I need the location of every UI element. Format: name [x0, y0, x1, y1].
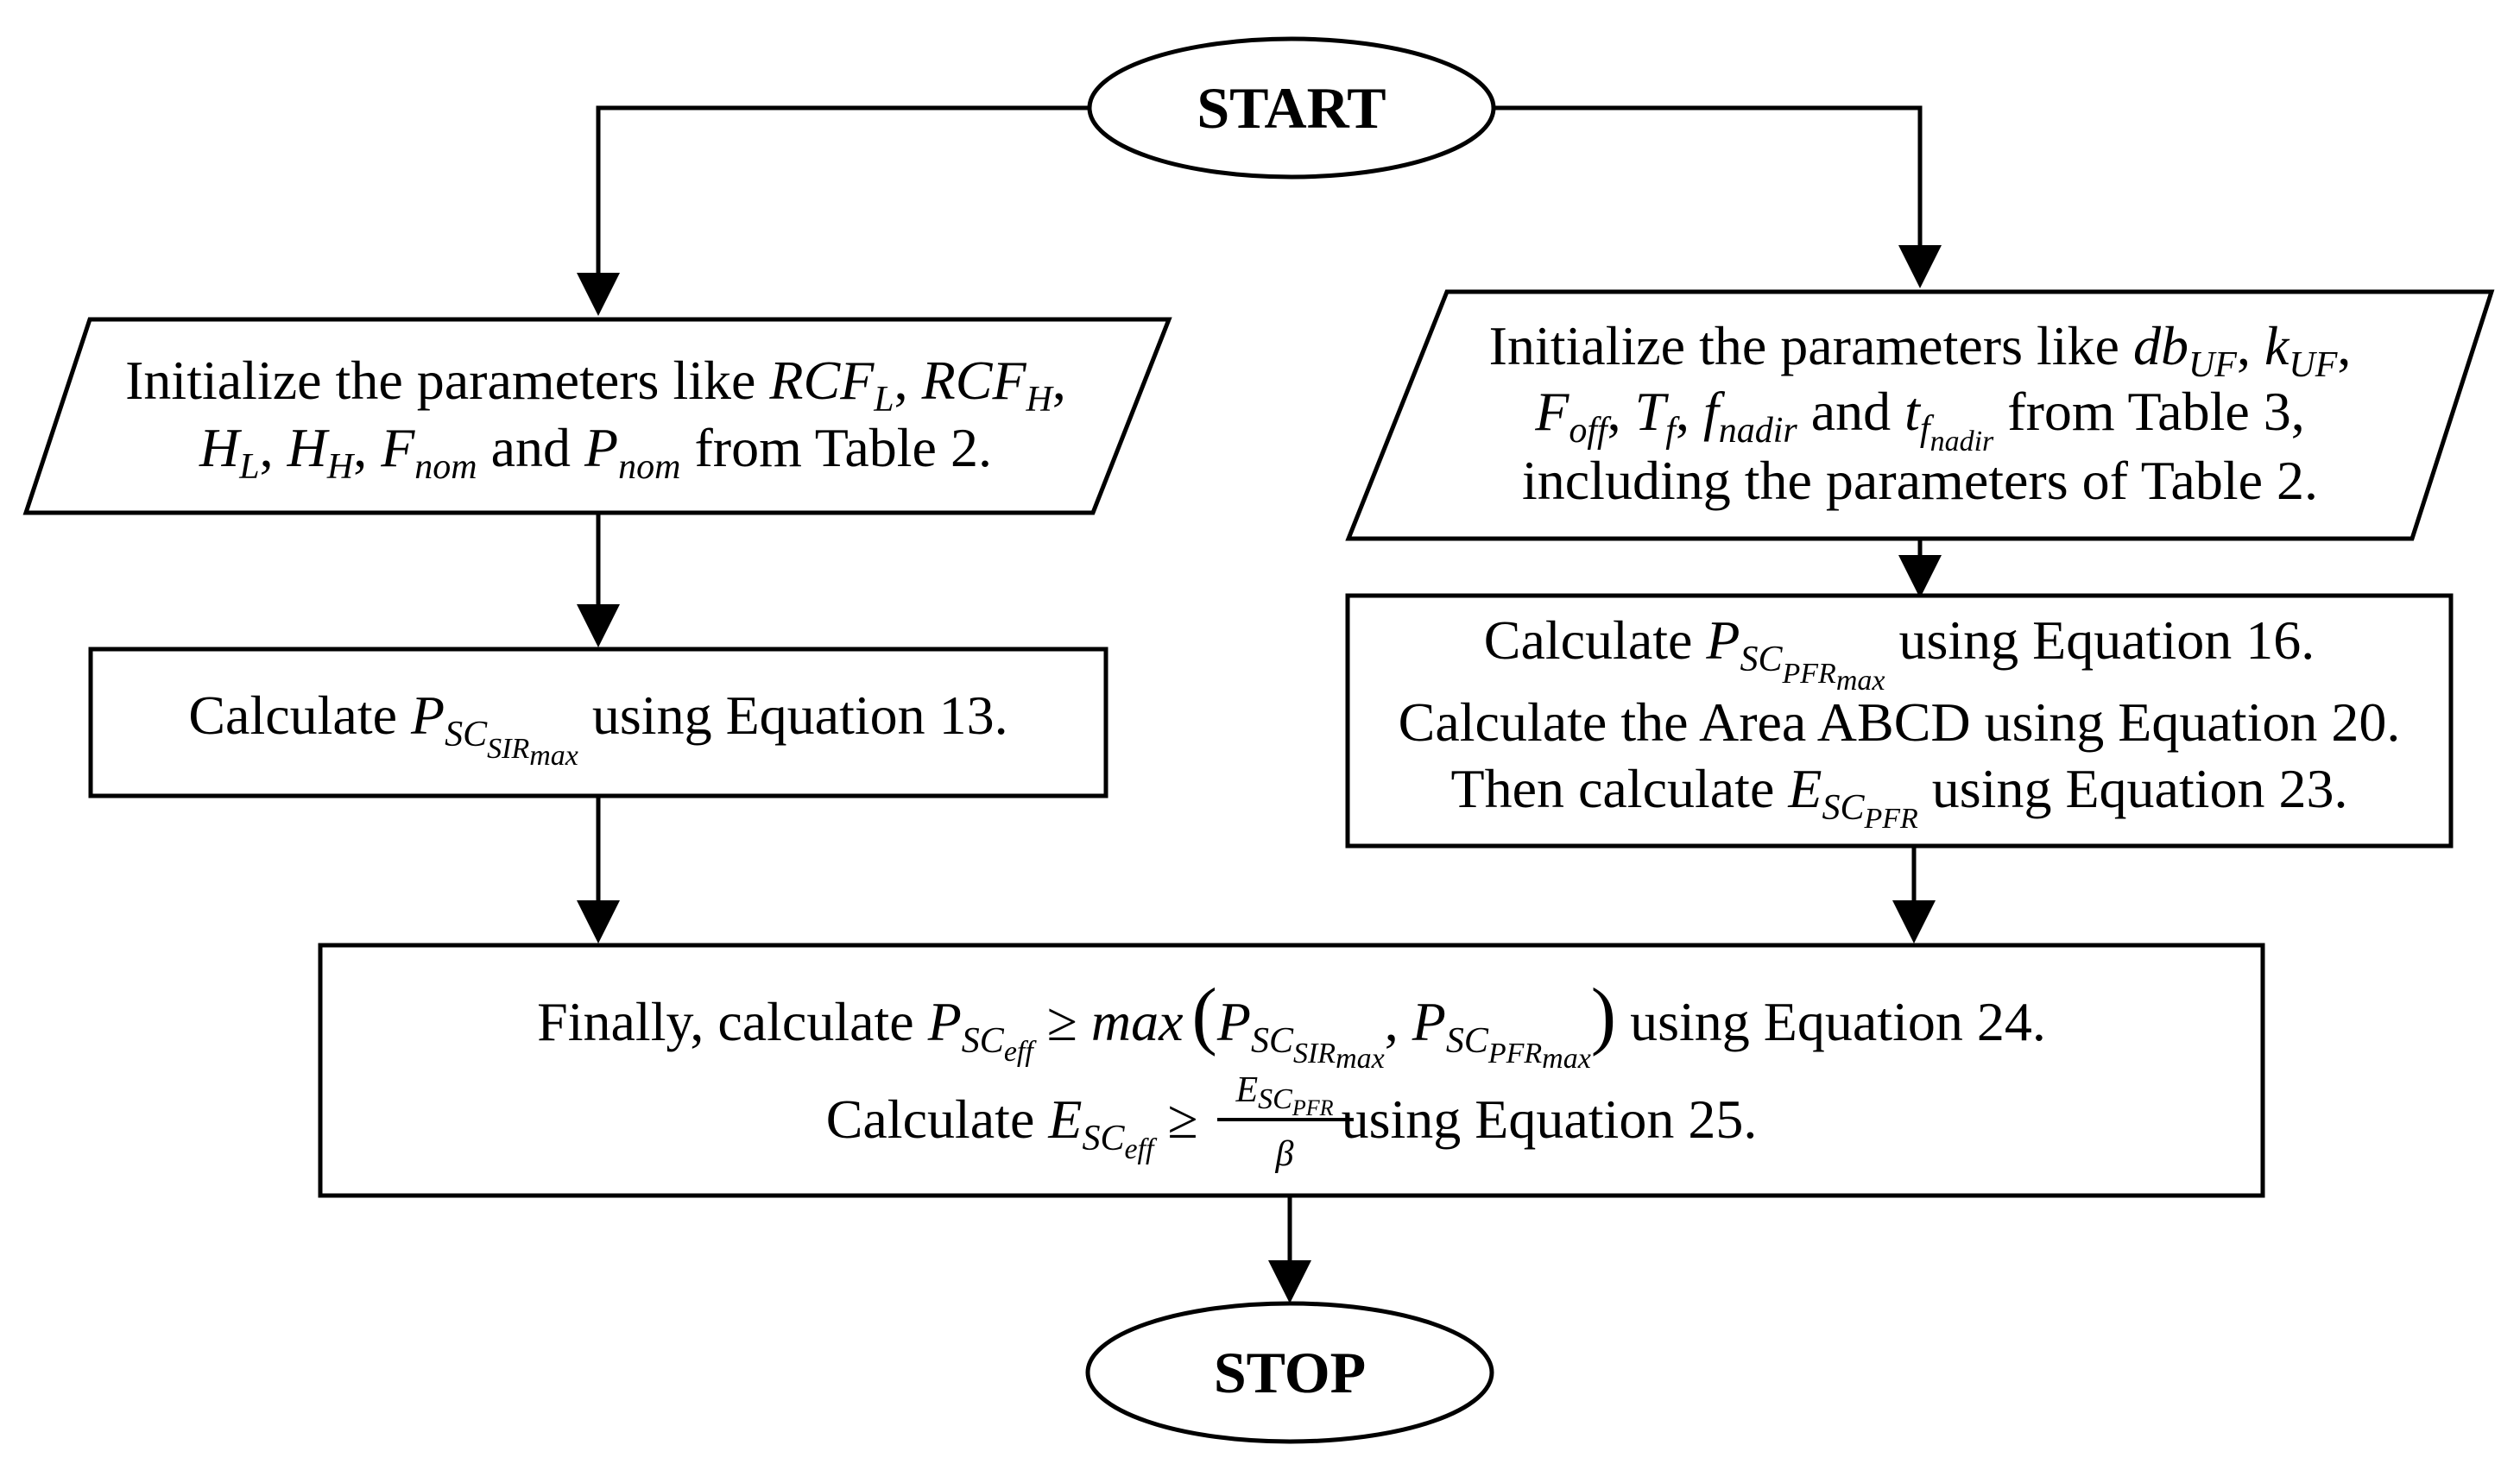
stop-label: STOP [1214, 1340, 1366, 1405]
start-terminal: START [1087, 36, 1496, 180]
connectors [577, 105, 1942, 1303]
left-calc-text: Calculate PSCSIRmax using Equation 13. [188, 685, 1007, 772]
right-calc-line1: Calculate PSCPFRmax using Equation 16. [1484, 609, 2315, 697]
arrow-start-to-left-init [577, 105, 1089, 316]
final-box: Finally, calculate PSCeff ≥ max(PSCSIRma… [318, 943, 2265, 1198]
right-init-line1: Initialize the parameters like dbUF, kUF… [1489, 315, 2352, 385]
right-init-box: Initialize the parameters like dbUF, kUF… [1345, 289, 2495, 541]
right-calc-box: Calculate PSCPFRmax using Equation 16. C… [1345, 593, 2454, 849]
fraction-e-sc-pfr-over-beta: ESCPFR β [1217, 1070, 1354, 1174]
right-init-line3: including the parameters of Table 2. [1522, 450, 2318, 511]
start-label: START [1197, 75, 1386, 141]
stop-terminal: STOP [1085, 1301, 1494, 1444]
fraction-numerator: ESCPFR [1235, 1070, 1334, 1120]
fraction-denominator: β [1275, 1134, 1294, 1174]
right-init-line2: Foff, Tf, fnadir and tfnadir from Table … [1534, 381, 2305, 458]
final-line2: Calculate ESCeff ≥ using Equation 25. [826, 1089, 1758, 1165]
arrow-start-to-right-init [1494, 105, 1942, 288]
left-calc-box: Calculate PSCSIRmax using Equation 13. [88, 647, 1108, 798]
final-line1: Finally, calculate PSCeff ≥ max(PSCSIRma… [537, 974, 2046, 1075]
left-init-box: Initialize the parameters like RCFL, RCF… [22, 317, 1172, 515]
left-init-line1: Initialize the parameters like RCFL, RCF… [125, 350, 1066, 420]
right-calc-line2: Calculate the Area ABCD using Equation 2… [1399, 691, 2401, 753]
right-calc-line3: Then calculate ESCPFR using Equation 23. [1450, 758, 2347, 835]
left-init-line2: HL, HH, Fnom and Pnom from Table 2. [199, 417, 992, 487]
